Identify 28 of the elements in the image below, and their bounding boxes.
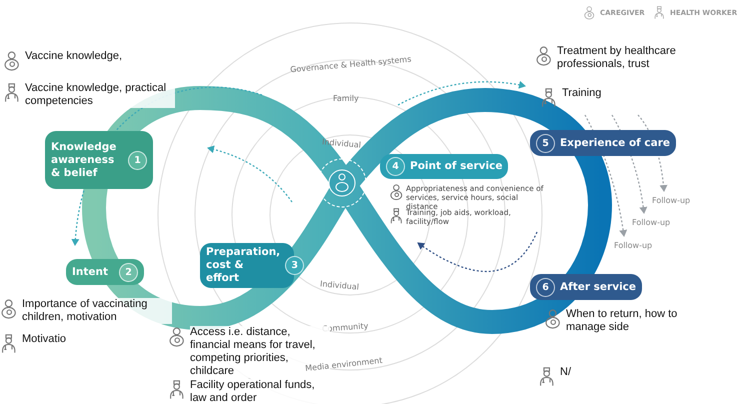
- ring-label: Community: [322, 321, 369, 334]
- ring-label: Individual: [320, 279, 360, 292]
- step-number: 2: [119, 262, 138, 282]
- ring-label: Family: [333, 94, 359, 103]
- stage-box: [380, 154, 508, 179]
- follow-up-label: Follow-up: [652, 196, 690, 205]
- stage-box: [530, 274, 642, 300]
- stage-title: Preparation, cost & effort: [206, 246, 280, 285]
- stage-title: Point of service: [410, 160, 502, 173]
- annotation-text: Vaccine knowledge, practical competencies: [25, 82, 175, 108]
- stage-box: [530, 130, 676, 156]
- follow-up-label: Follow-up: [632, 218, 670, 227]
- stage-box: [45, 131, 153, 189]
- stage-title: Knowledge awareness & belief: [51, 140, 118, 180]
- stage-title: Intent: [72, 266, 110, 278]
- stage-box: [66, 259, 144, 285]
- ring-label: Media environment: [304, 356, 383, 374]
- step-number: 4: [386, 157, 405, 176]
- ring-label: Individual: [322, 137, 362, 150]
- stage-title: Experience of care: [560, 136, 670, 150]
- step-number: 6: [536, 278, 555, 296]
- stage-title: After service: [560, 280, 636, 294]
- step-number: 1: [128, 150, 147, 170]
- step-number: 3: [285, 256, 304, 275]
- follow-up-label: Follow-up: [614, 241, 652, 250]
- annotation-text: Importance of vaccinating children, motivation: [22, 298, 172, 324]
- ring-label: Governance & Health systems: [290, 54, 412, 74]
- step-number: 5: [536, 134, 555, 152]
